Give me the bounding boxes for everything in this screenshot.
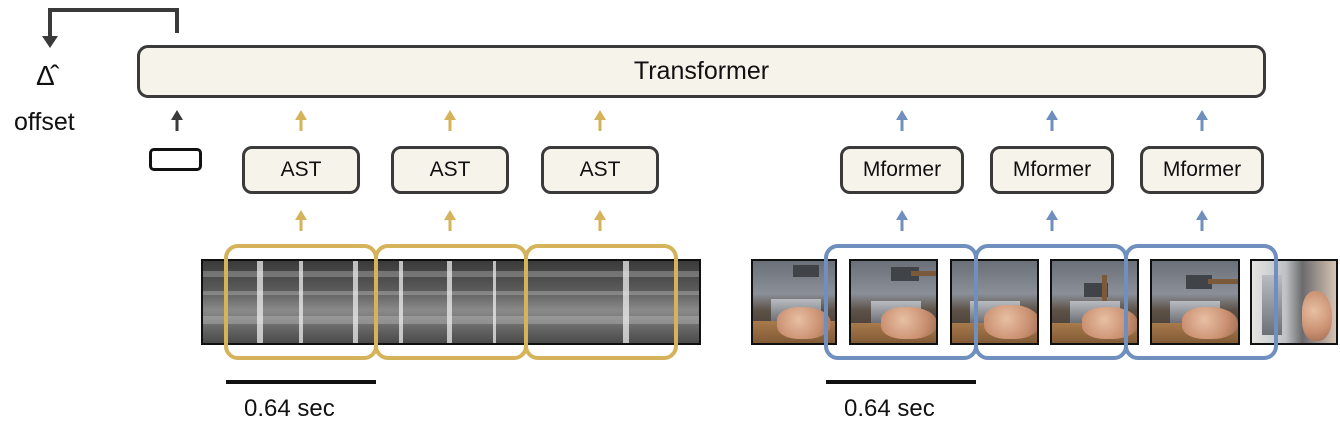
audio-spectrogram (201, 259, 701, 345)
video-window-2 (974, 244, 1128, 360)
window-to-mformer-arrow (896, 210, 908, 231)
mformer-encoder-label: Mformer (862, 158, 942, 181)
mformer-encoder-1: Mformer (840, 146, 964, 194)
video-window-1 (824, 244, 978, 360)
video-scale-bar (826, 380, 976, 384)
mformer-encoder-2: Mformer (990, 146, 1114, 194)
video-frame-6 (1250, 259, 1338, 345)
mformer-to-transformer-arrow (1046, 110, 1058, 131)
mformer-to-transformer-arrow (1196, 110, 1208, 131)
audio-scale-label: 0.64 sec (244, 395, 335, 422)
ast-encoder-1: AST (242, 146, 360, 194)
audio-scale-bar (226, 380, 376, 384)
video-frame-5 (1150, 259, 1240, 345)
window-to-ast-arrow (594, 210, 606, 231)
token-up-arrow (171, 110, 183, 131)
offset-token (149, 148, 202, 171)
video-window-3 (1124, 244, 1278, 360)
feedback-arrow-head (42, 36, 58, 48)
ast-encoder-label: AST (579, 158, 621, 181)
ast-encoder-3: AST (541, 146, 659, 194)
mformer-encoder-label: Mformer (1012, 158, 1092, 181)
video-scale-label: 0.64 sec (844, 395, 935, 422)
transformer-label: Transformer (633, 57, 770, 85)
window-to-mformer-arrow (1046, 210, 1058, 231)
ast-to-transformer-arrow (594, 110, 606, 131)
ast-to-transformer-arrow (295, 110, 307, 131)
audio-window-1 (224, 244, 378, 360)
audio-window-3 (524, 244, 678, 360)
offset-label: offset (14, 108, 75, 136)
video-frame-1 (751, 259, 837, 345)
ast-to-transformer-arrow (444, 110, 456, 131)
mformer-encoder-3: Mformer (1140, 146, 1264, 194)
window-to-ast-arrow (295, 210, 307, 231)
window-to-mformer-arrow (1196, 210, 1208, 231)
video-frame-3 (950, 259, 1039, 345)
audio-window-2 (374, 244, 528, 360)
window-to-ast-arrow (444, 210, 456, 231)
ast-encoder-label: AST (429, 158, 471, 181)
ast-encoder-label: AST (280, 158, 322, 181)
feedback-arrow (48, 8, 179, 40)
mformer-to-transformer-arrow (896, 110, 908, 131)
video-frame-2 (849, 259, 938, 345)
mformer-encoder-label: Mformer (1162, 158, 1242, 181)
offset-symbol: Δ̂ (36, 60, 55, 91)
ast-encoder-2: AST (391, 146, 509, 194)
transformer-box: Transformer (137, 45, 1266, 98)
